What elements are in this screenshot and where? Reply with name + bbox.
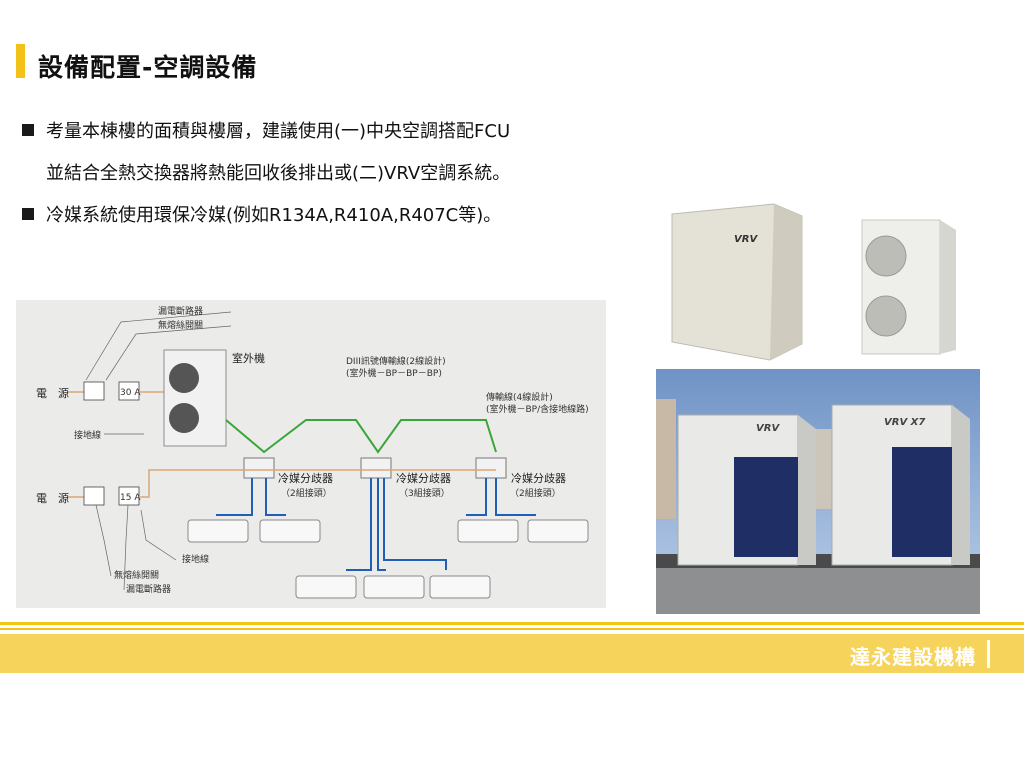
diagram-background — [16, 300, 606, 608]
branch-joints-label-2: （3組接頭） — [399, 487, 450, 499]
power-label-1: 電 源 — [36, 386, 69, 400]
fuse-switch-label-2: 無熔絲開關 — [114, 569, 159, 581]
vrv-wiring-diagram: 漏電斷路器 無熔絲開關 電 源 30 A 接地線 室外機 DIII訊號傳輸線(2… — [16, 300, 606, 608]
outdoor-unit-label: 室外機 — [232, 351, 265, 365]
fuse-box-1 — [83, 381, 105, 401]
branch-box-3 — [475, 457, 507, 479]
transmission-line-route-label: (室外機－BP/含接地線路) — [486, 403, 589, 415]
bullet-text: 並結合全熱交換器將熱能回收後排出或(二)VRV空調系統。 — [46, 163, 511, 184]
footer-stripe-1 — [0, 622, 1024, 625]
vrv-logo-text-2: VRV — [756, 423, 780, 434]
breaker-box-2 — [118, 486, 140, 506]
breaker-15a-label: 15 A — [120, 493, 141, 503]
leakage-breaker-label-2: 漏電斷路器 — [126, 583, 171, 595]
transmission-line-label: 傳輸線(4線設計) — [486, 391, 553, 403]
bullet-item-1-continued: 並結合全熱交換器將熱能回收後排出或(二)VRV空調系統。 — [46, 162, 510, 186]
footer-brand: 達永建設機構 — [850, 645, 976, 669]
ground-wire-label-2: 接地線 — [182, 553, 209, 565]
footer-stripe-2 — [0, 628, 1024, 630]
signal-line-label: DIII訊號傳輸線(2線設計) — [346, 355, 446, 367]
branch-box-2 — [360, 457, 392, 479]
branch-label-2: 冷媒分歧器 — [396, 472, 451, 485]
power-label-2: 電 源 — [36, 491, 69, 505]
footer-divider-mark — [987, 640, 990, 668]
bullet-item-1: 考量本棟樓的面積與樓層，建議使用(一)中央空調搭配FCU — [22, 120, 510, 144]
square-bullet-icon — [22, 124, 34, 136]
indoor-unit-3 — [457, 519, 519, 543]
indoor-unit-6 — [363, 575, 425, 599]
fuse-box-2 — [83, 486, 105, 506]
indoor-unit-5 — [295, 575, 357, 599]
page-title: 設備配置-空調設備 — [38, 53, 258, 82]
square-bullet-icon — [22, 208, 34, 220]
ground-wire-label-1: 接地線 — [74, 429, 101, 441]
branch-label-1: 冷媒分歧器 — [278, 472, 333, 485]
bullet-item-2: 冷媒系統使用環保冷媒(例如R134A,R410A,R407C等)。 — [22, 204, 501, 228]
vrv-logo-text-1: VRV — [734, 234, 758, 245]
branch-label-3: 冷媒分歧器 — [511, 472, 566, 485]
breaker-30a-label: 30 A — [120, 388, 141, 398]
indoor-unit-4 — [527, 519, 589, 543]
branch-joints-label-3: （2組接頭） — [510, 487, 561, 499]
breaker-box-1 — [118, 381, 140, 401]
signal-line-route-label: (室外機－BP－BP－BP) — [346, 367, 442, 379]
bullet-text: 考量本棟樓的面積與樓層，建議使用(一)中央空調搭配FCU — [46, 121, 511, 142]
rooftop-units-photo: VRV VRV X7 — [656, 369, 980, 614]
branch-joints-label-1: （2組接頭） — [281, 487, 332, 499]
outdoor-unit-drawing — [163, 349, 227, 447]
vrv-x7-logo-text: VRV X7 — [884, 417, 925, 428]
indoor-unit-1 — [187, 519, 249, 543]
title-accent-bar — [16, 44, 25, 78]
footer-band — [0, 634, 1024, 673]
indoor-unit-2 — [259, 519, 321, 543]
leakage-breaker-label: 漏電斷路器 — [158, 305, 203, 317]
bullet-text: 冷媒系統使用環保冷媒(例如R134A,R410A,R407C等)。 — [46, 205, 502, 226]
fuse-switch-label: 無熔絲開關 — [158, 319, 203, 331]
outdoor-units-product-photo: VRV — [664, 194, 984, 362]
indoor-unit-7 — [429, 575, 491, 599]
branch-box-1 — [243, 457, 275, 479]
